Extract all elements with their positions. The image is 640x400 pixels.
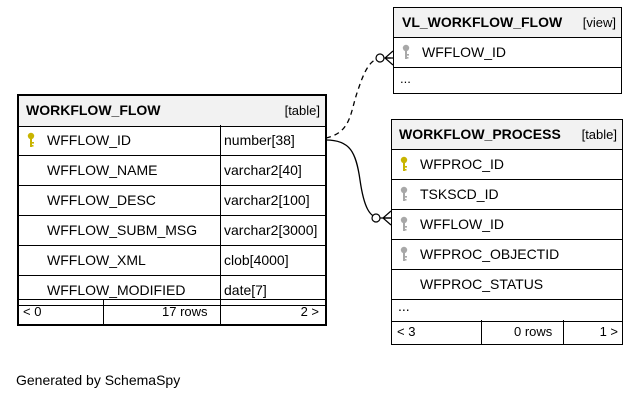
table-footer: < 0 17 rows 2 >	[19, 299, 325, 324]
column-row[interactable]: WFFLOW_NAME varchar2[40]	[19, 155, 325, 186]
children-count[interactable]: 1 >	[599, 324, 618, 339]
workflow-process-header: WORKFLOW_PROCESS [table]	[392, 120, 622, 150]
column-divider	[220, 155, 221, 185]
column-name: WFFLOW_ID	[420, 216, 504, 232]
column-divider	[220, 125, 221, 155]
column-divider	[220, 275, 221, 305]
table-name: WORKFLOW_FLOW	[26, 102, 161, 118]
primary-key-icon	[27, 132, 35, 148]
parents-count[interactable]: < 3	[397, 324, 416, 339]
column-name: WFFLOW_SUBM_MSG	[47, 222, 198, 238]
view-relationship-crowfoot	[384, 50, 394, 66]
foreign-key-icon	[400, 216, 408, 232]
column-datatype: clob[4000]	[224, 252, 289, 268]
column-name: TSKSCD_ID	[420, 186, 499, 202]
table-footer: < 3 0 rows 1 >	[392, 320, 622, 344]
column-name: WFFLOW_ID	[422, 44, 506, 60]
column-row[interactable]: WFFLOW_ID	[394, 37, 621, 68]
more-ellipsis: ...	[400, 71, 411, 86]
view-type: [view]	[582, 15, 616, 30]
column-divider	[220, 215, 221, 245]
footer-divider	[481, 320, 482, 344]
primary-key-icon	[400, 156, 408, 172]
column-datatype: varchar2[40]	[224, 162, 302, 178]
workflow-flow-header: WORKFLOW_FLOW [table]	[19, 96, 325, 127]
column-name: WFPROC_ID	[420, 156, 504, 172]
column-row[interactable]: WFFLOW_DESC varchar2[100]	[19, 185, 325, 216]
vl-workflow-flow-view[interactable]: VL_WORKFLOW_FLOW [view] WFFLOW_ID ...	[393, 7, 622, 94]
view-more: ...	[394, 69, 621, 93]
row-count: 17 rows	[162, 304, 208, 319]
column-row[interactable]: WFFLOW_ID	[392, 209, 622, 240]
process-relationship-line	[325, 139, 393, 219]
process-relationship-circle	[371, 213, 381, 223]
process-more: ...	[392, 298, 622, 322]
row-count: 0 rows	[514, 324, 553, 339]
footer-divider	[563, 320, 564, 344]
column-name: WFFLOW_ID	[47, 132, 131, 148]
footer-divider	[103, 300, 104, 324]
foreign-key-icon	[400, 186, 408, 202]
more-ellipsis: ...	[398, 298, 410, 314]
view-name: VL_WORKFLOW_FLOW	[402, 14, 563, 30]
column-row[interactable]: WFFLOW_XML clob[4000]	[19, 245, 325, 276]
column-divider	[220, 245, 221, 275]
column-datatype: varchar2[100]	[224, 192, 310, 208]
column-name: WFPROC_STATUS	[420, 276, 544, 292]
table-name: WORKFLOW_PROCESS	[399, 126, 561, 142]
column-name: WFFLOW_NAME	[47, 162, 158, 178]
column-datatype: number[38]	[224, 132, 295, 148]
column-name: WFPROC_OBJECTID	[420, 246, 560, 262]
column-name: WFFLOW_MODIFIED	[47, 282, 186, 298]
view-relationship-line	[325, 57, 393, 139]
column-row[interactable]: WFPROC_STATUS	[392, 269, 622, 300]
footer-divider	[220, 300, 221, 324]
column-name: WFFLOW_DESC	[47, 192, 156, 208]
foreign-key-icon	[402, 44, 410, 60]
view-relationship-circle	[375, 53, 385, 63]
column-divider	[220, 185, 221, 215]
column-row[interactable]: WFPROC_ID	[392, 149, 622, 180]
column-row[interactable]: WFFLOW_ID number[38]	[19, 125, 325, 156]
column-row[interactable]: WFFLOW_SUBM_MSG varchar2[3000]	[19, 215, 325, 246]
children-count[interactable]: 2 >	[300, 304, 319, 319]
vl-workflow-flow-header: VL_WORKFLOW_FLOW [view]	[394, 8, 621, 38]
column-row[interactable]: WFFLOW_MODIFIED date[7]	[19, 275, 325, 306]
generated-by-label: Generated by SchemaSpy	[16, 372, 181, 388]
column-name: WFFLOW_XML	[47, 252, 146, 268]
column-row[interactable]: TSKSCD_ID	[392, 179, 622, 210]
table-type: [table]	[284, 103, 320, 118]
parents-count[interactable]: < 0	[23, 304, 42, 319]
table-type: [table]	[581, 127, 617, 142]
workflow-process-table[interactable]: WORKFLOW_PROCESS [table] WFPROC_ID TSKSCD…	[391, 119, 623, 345]
foreign-key-icon	[400, 246, 408, 262]
column-datatype: date[7]	[224, 282, 267, 298]
workflow-flow-table[interactable]: WORKFLOW_FLOW [table] WFFLOW_ID number[38…	[17, 94, 327, 326]
column-row[interactable]: WFPROC_OBJECTID	[392, 239, 622, 270]
column-datatype: varchar2[3000]	[224, 222, 318, 238]
